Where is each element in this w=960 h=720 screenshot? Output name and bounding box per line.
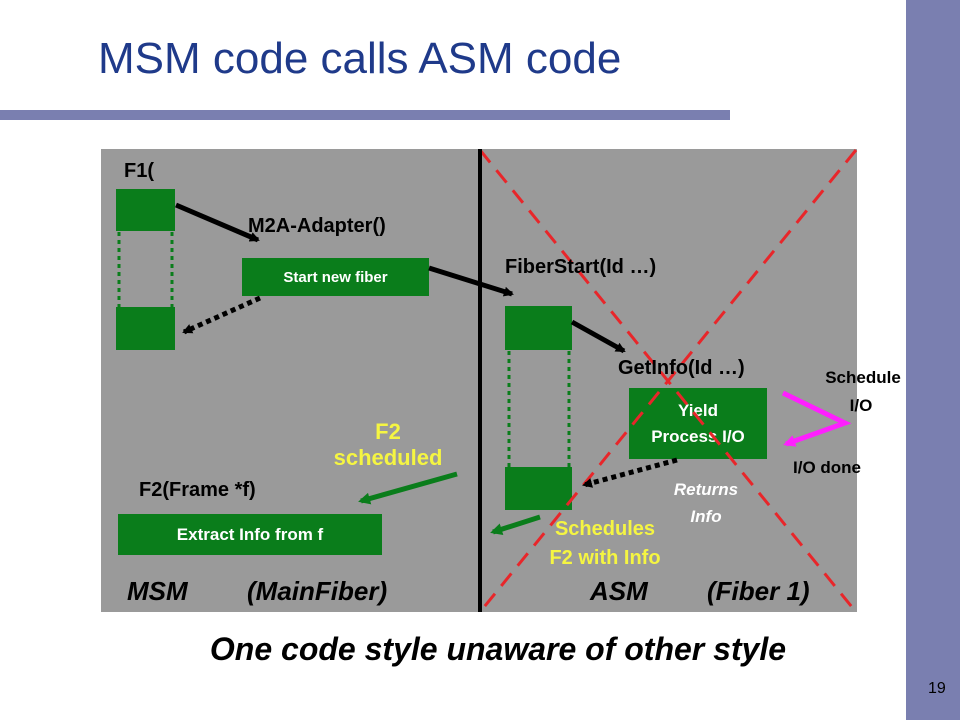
io-magenta-arrows	[781, 390, 852, 447]
extract-info-box: Extract Info from f	[118, 514, 382, 555]
schedule-io-label: Schedule I/O	[808, 364, 918, 420]
f1-frame-top	[116, 189, 175, 231]
m2a-adapter-label: M2A-Adapter()	[248, 215, 386, 237]
mainfiber-label: (MainFiber)	[247, 576, 388, 606]
returns-info-label: Returns Info	[653, 476, 759, 530]
schedules-f2-label: Schedules F2 with Info	[521, 515, 689, 573]
getinfo-label: GetInfo(Id …)	[618, 357, 745, 379]
schedules-line: Schedules	[554, 518, 656, 540]
schedule-io-line1: Schedule	[825, 368, 901, 387]
start-new-fiber-box: Start new fiber	[242, 258, 429, 296]
f2-scheduled-label: F2 scheduled	[318, 419, 458, 471]
f2-scheduled-arrow	[358, 471, 458, 505]
schedules-arrow	[490, 514, 541, 535]
call-arrow-fiberstart-to-getinfo	[570, 319, 626, 354]
fiberstart-label: FiberStart(Id …)	[505, 256, 657, 278]
page-number: 19	[928, 680, 946, 697]
title-underline	[0, 110, 730, 120]
f2-line: F2	[375, 419, 401, 444]
fiber1-frame-top	[505, 306, 572, 350]
sidebar-bar	[906, 0, 960, 720]
call-arrow-f1-to-adapter	[175, 202, 260, 243]
red-cross-line-2	[478, 149, 858, 613]
f2-with-info-line: F2 with Info	[549, 547, 661, 569]
f2-frame-label: F2(Frame *f)	[139, 479, 256, 501]
slide-title: MSM code calls ASM code	[98, 34, 622, 83]
fiber1-frame-bottom	[505, 467, 572, 510]
returns-line: Returns	[673, 480, 739, 499]
schedule-io-line2: I/O	[849, 396, 873, 415]
f1-frame-bottom	[116, 307, 175, 350]
return-arrow-adapter-to-f1	[182, 295, 262, 335]
return-arrow-yield-to-fiber	[582, 457, 678, 488]
scheduled-line: scheduled	[333, 445, 443, 470]
msm-label: MSM	[127, 576, 188, 606]
f1-label: F1(	[124, 160, 154, 182]
process-io-label: Process I/O	[651, 426, 745, 446]
slide-subtitle: One code style unaware of other style	[209, 631, 787, 667]
call-arrow-adapter-to-fiberstart	[428, 265, 514, 297]
yield-label: Yield	[678, 400, 718, 420]
asm-label: ASM	[590, 576, 648, 606]
info-line: Info	[690, 507, 722, 526]
fiber1-label: (Fiber 1)	[707, 576, 810, 606]
io-done-label: I/O done	[793, 458, 861, 477]
